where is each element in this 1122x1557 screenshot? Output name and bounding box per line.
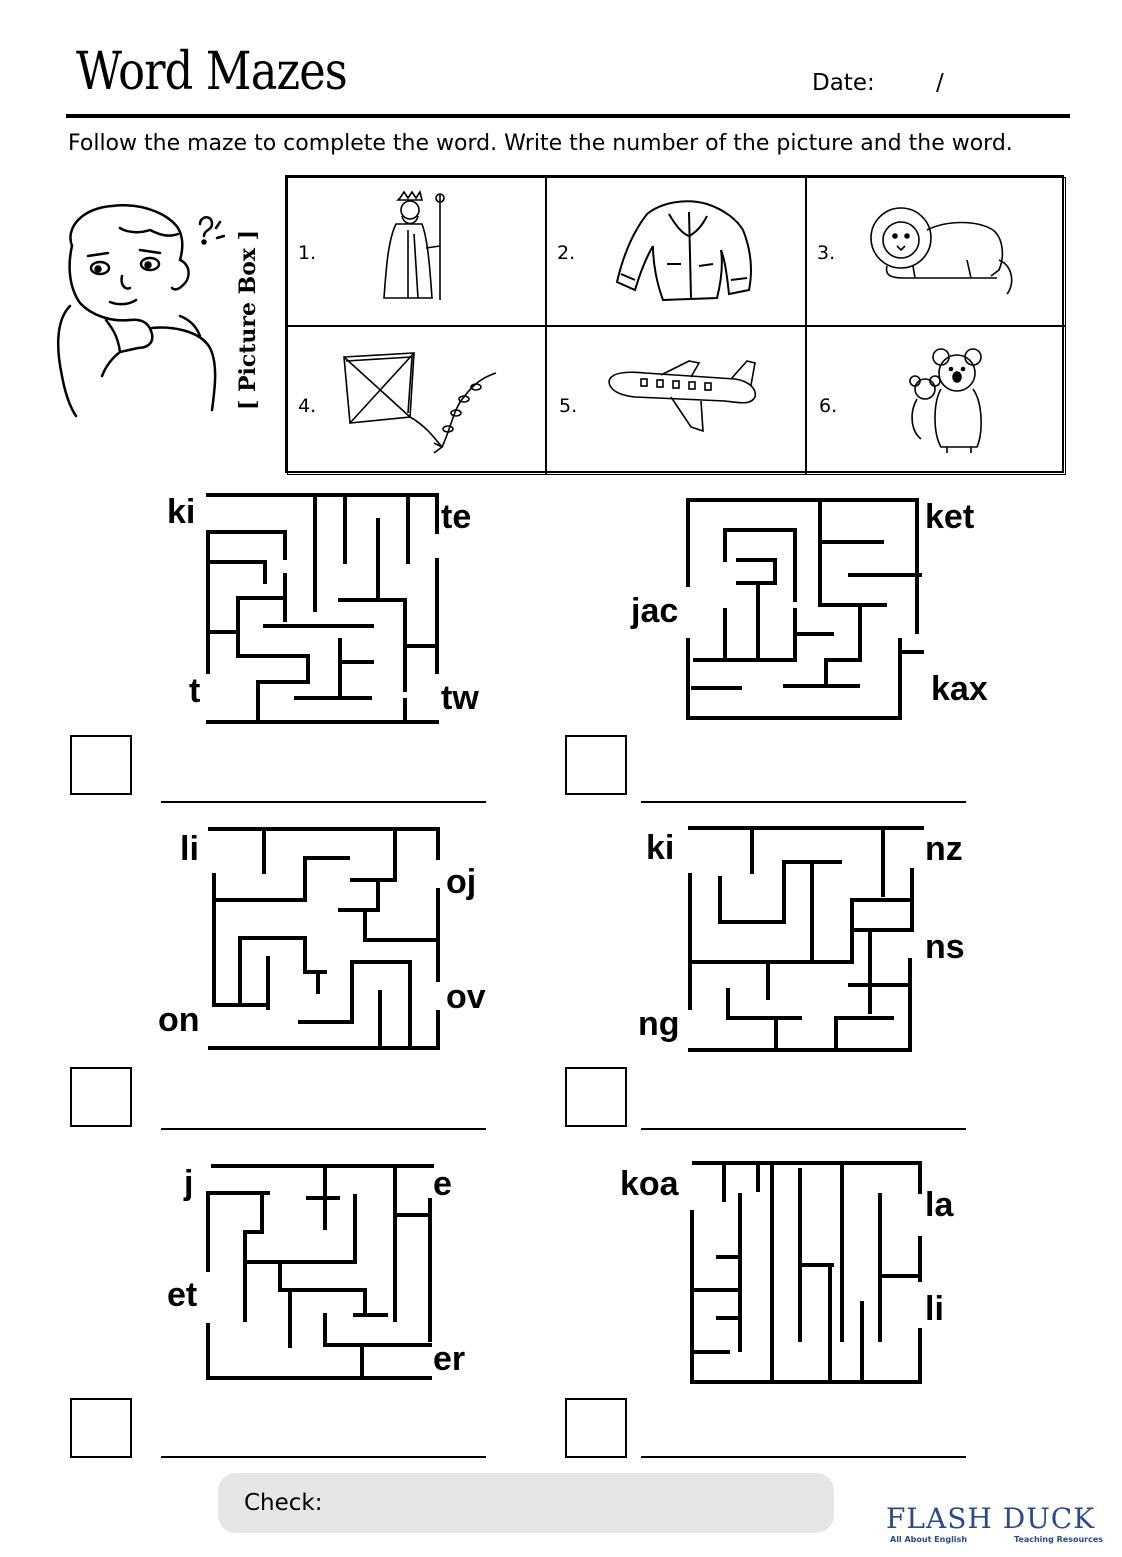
maze-ending-label: kax [931, 670, 988, 708]
maze-ending-label: on [158, 1001, 200, 1039]
maze-ending-label: li [925, 1290, 944, 1328]
maze-start-label: ki [646, 829, 675, 867]
picture-cell-6: 6. [806, 326, 1066, 475]
king-icon [383, 190, 445, 300]
picture-number: 3. [817, 242, 836, 264]
maze-start-label: ki [167, 493, 196, 531]
picture-cell-5: 5. [546, 326, 806, 475]
jacket-icon [615, 200, 752, 302]
logo-text: FLASH DUCK [886, 1502, 1096, 1535]
thinking-boy-icon [57, 204, 225, 418]
picture-number: 6. [819, 395, 838, 417]
maze-ending-label: et [167, 1276, 198, 1314]
kite-icon [343, 352, 497, 454]
page-title: Word Mazes [76, 42, 348, 102]
answer-line[interactable] [161, 1456, 486, 1458]
maze-ending-label: te [441, 498, 472, 536]
answer-line[interactable] [161, 1128, 486, 1130]
picture-number: 4. [298, 395, 317, 417]
maze-ending-label: ng [638, 1005, 680, 1043]
answer-line[interactable] [641, 1128, 966, 1130]
picture-box: 1. 2. [285, 175, 1066, 475]
maze-start-label: li [180, 830, 199, 868]
maze-ending-label: oj [446, 863, 477, 901]
answer-number-box[interactable] [565, 735, 627, 795]
maze-ending-label: t [189, 672, 201, 710]
maze-start-label: koa [620, 1165, 679, 1203]
maze-start-label: jac [631, 592, 679, 630]
logo-tagline-left: All About English [890, 1535, 968, 1544]
answer-number-box[interactable] [565, 1398, 627, 1458]
picture-number: 2. [557, 242, 576, 264]
maze-ending-label: ket [925, 498, 975, 536]
lion-icon [870, 207, 1013, 295]
answer-number-box[interactable] [565, 1067, 627, 1127]
logo-tagline-right: Teaching Resources [1014, 1535, 1104, 1544]
maze-ending-label: er [433, 1340, 466, 1378]
picture-cell-1: 1. [287, 177, 546, 326]
picture-number: 1. [298, 242, 317, 264]
maze-ending-label: tw [441, 679, 479, 717]
answer-line[interactable] [161, 801, 486, 803]
answer-number-box[interactable] [70, 1398, 132, 1458]
answer-number-box[interactable] [70, 1067, 132, 1127]
title-rule [66, 114, 1070, 118]
koala-icon [909, 348, 982, 453]
flash-duck-logo: FLASH DUCK All About English Teaching Re… [886, 1502, 1106, 1552]
maze-ending-label: nz [925, 830, 963, 868]
answer-number-box[interactable] [70, 735, 132, 795]
answer-line[interactable] [641, 801, 966, 803]
picture-cell-3: 3. [806, 177, 1066, 326]
date-label: Date: [812, 70, 875, 96]
maze-ending-label: la [925, 1186, 954, 1224]
picture-number: 5. [559, 395, 578, 417]
airplane-icon [608, 360, 757, 433]
picture-cell-2: 2. [546, 177, 806, 326]
maze-start-label: j [184, 1164, 194, 1202]
picture-cell-4: 4. [287, 326, 546, 475]
date-separator: / [936, 70, 944, 96]
answer-line[interactable] [641, 1456, 966, 1458]
maze-ending-label: ns [925, 928, 965, 966]
maze-ending-label: e [433, 1165, 452, 1203]
check-box: Check: [218, 1473, 834, 1533]
maze-ending-label: ov [446, 978, 486, 1016]
instruction-text: Follow the maze to complete the word. Wr… [68, 131, 1013, 156]
check-label: Check: [244, 1490, 323, 1516]
